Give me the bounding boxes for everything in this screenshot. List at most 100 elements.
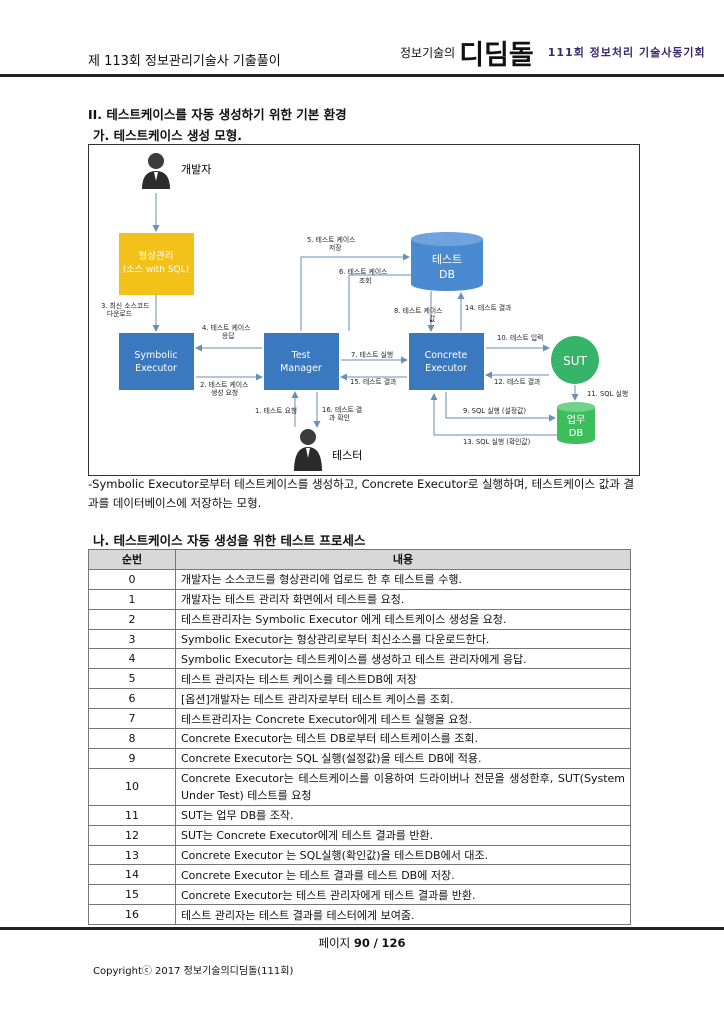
tester-label: 테스터 — [332, 449, 362, 462]
step3-label-1: 3. 최신 소스코드 — [101, 301, 149, 310]
sut-node — [551, 336, 599, 384]
repository-label-1: 형상관리 — [139, 251, 174, 262]
page-total: 126 — [381, 936, 406, 950]
step5-label-2: 저장 — [329, 243, 342, 252]
test-db-cylinder — [411, 232, 483, 291]
step2-label-2: 생성 요청 — [211, 388, 238, 397]
row-seq: 11 — [88, 804, 176, 826]
developer-label: 개발자 — [181, 163, 211, 176]
table-header-row: 순번 내용 — [88, 549, 631, 570]
row-seq: 8 — [88, 728, 176, 749]
arrow-step13 — [430, 393, 557, 436]
step4-label-2: 응답 — [222, 332, 235, 340]
step16-label-1: 16. 테스트 결 — [322, 405, 362, 414]
row-content: Concrete Executor는 SQL 실행(설정값)을 테스트 DB에 … — [175, 747, 631, 769]
row-content: 테스트 관리자는 테스트 결과를 테스터에게 보여줌. — [175, 904, 631, 926]
arrow-step6 — [348, 274, 411, 331]
step2-label-1: 2. 테스트 케이스 — [200, 380, 248, 389]
row-content: 테스트관리자는 Concrete Executor에게 테스트 실행을 요청. — [175, 708, 631, 730]
test-manager-label-1: Test — [291, 350, 311, 361]
row-seq: 2 — [88, 608, 176, 630]
step6-label-1: 6. 테스트 케이스 — [339, 267, 387, 276]
concrete-executor-label-2: Executor — [425, 363, 467, 374]
row-seq: 10 — [88, 767, 176, 806]
developer-person-icon — [142, 153, 170, 189]
page-prefix: 페이지 — [318, 936, 351, 950]
row-seq: 6 — [88, 688, 176, 710]
row-content: Concrete Executor는 테스트 관리자에게 테스트 결과를 반환. — [175, 884, 631, 906]
repository-box — [119, 233, 194, 295]
row-content: Symbolic Executor는 형상관리로부터 최신소스를 다운로드한다. — [175, 628, 631, 650]
row-seq: 13 — [88, 844, 176, 866]
row-content: Concrete Executor는 테스트 DB로부터 테스트케이스를 조회. — [175, 728, 631, 749]
diagram-caption: -Symbolic Executor로부터 테스트케이스를 생성하고, Conc… — [88, 477, 635, 510]
step7-label: 7. 테스트 실행 — [351, 350, 393, 359]
brand-logo: 정보기술의 디딤돌 111회 정보처리 기술사동기회 — [400, 34, 706, 71]
symbolic-executor-label-2: Executor — [135, 363, 177, 374]
step12-label: 12. 테스트 결과 — [494, 377, 541, 386]
row-seq: 0 — [88, 568, 176, 590]
business-db-cylinder — [557, 402, 595, 444]
step11-label: 11. SQL 실행 — [587, 389, 628, 398]
row-content: 테스트관리자는 Symbolic Executor 에게 테스트케이스 생성을 … — [175, 608, 631, 630]
diagram-svg: 개발자 테스터 형상관리 (소스 with SQL) Symbolic Exec… — [101, 153, 628, 471]
step14-label: 14. 테스트 결과 — [465, 303, 512, 312]
step6-label-2: 조회 — [359, 277, 372, 285]
step5-label-1: 5. 테스트 케이스 — [307, 235, 355, 244]
page-current: 90 — [353, 936, 370, 950]
step13-label: 13. SQL 실행 (확인값) — [463, 437, 531, 446]
row-content: Concrete Executor 는 SQL실행(확인값)을 테스트DB에서 … — [175, 844, 631, 866]
row-seq: 12 — [88, 824, 176, 846]
step10-label: 10. 테스트 입력 — [497, 334, 543, 342]
row-seq: 14 — [88, 864, 176, 886]
test-manager-label-2: Manager — [280, 363, 322, 374]
row-seq: 7 — [88, 708, 176, 730]
header-content: 내용 — [175, 549, 631, 570]
symbolic-executor-label-1: Symbolic — [134, 350, 177, 361]
step16-label-2: 과 확인 — [329, 413, 350, 422]
step9-label: 9. SQL 실행 (설정값) — [463, 406, 526, 415]
row-seq: 15 — [88, 884, 176, 906]
arrow-step9 — [445, 392, 556, 422]
table-row: 6[옵션]개발자는 테스트 관리자로부터 테스트 케이스를 조회. — [88, 688, 631, 710]
step4-label-1: 4. 테스트 케이스 — [202, 323, 250, 332]
step3-label-2: 다운로드 — [107, 309, 132, 318]
test-manager-box — [264, 333, 339, 390]
row-content: 테스트 관리자는 테스트 케이스를 테스트DB에 저장 — [175, 668, 631, 690]
row-seq: 1 — [88, 588, 176, 610]
row-content: Concrete Executor 는 테스트 결과를 테스트 DB에 저장. — [175, 864, 631, 886]
logo-big-text: 디딤돌 — [459, 39, 534, 71]
logo-tagline: 111회 정보처리 기술사동기회 — [547, 46, 706, 59]
row-seq: 4 — [88, 648, 176, 670]
row-seq: 3 — [88, 628, 176, 650]
row-content: 개발자는 테스트 관리자 화면에서 테스트를 요청. — [175, 588, 631, 610]
row-seq: 16 — [88, 904, 176, 926]
test-case-generation-diagram: 개발자 테스터 형상관리 (소스 with SQL) Symbolic Exec… — [88, 144, 640, 476]
test-db-label-1: 테스트 — [432, 253, 462, 266]
row-content: SUT는 업무 DB를 조작. — [175, 804, 631, 826]
row-content: 개발자는 소스코드를 형상관리에 업로드 한 후 테스트를 수행. — [175, 568, 631, 590]
symbolic-executor-box — [119, 333, 194, 390]
repository-label-2: (소스 with SQL) — [123, 264, 189, 275]
step8-label-2: 값 — [429, 315, 435, 323]
row-content: SUT는 Concrete Executor에게 테스트 결과를 반환. — [175, 824, 631, 846]
subsection-a-heading: 가. 테스트케이스 생성 모형. — [93, 128, 243, 143]
arrow-step5 — [300, 253, 410, 331]
business-db-label-1: 업무 — [567, 413, 585, 426]
tester-person-icon — [294, 429, 322, 471]
subsection-b-heading: 나. 테스트케이스 자동 생성을 위한 테스트 프로세스 — [93, 533, 366, 548]
